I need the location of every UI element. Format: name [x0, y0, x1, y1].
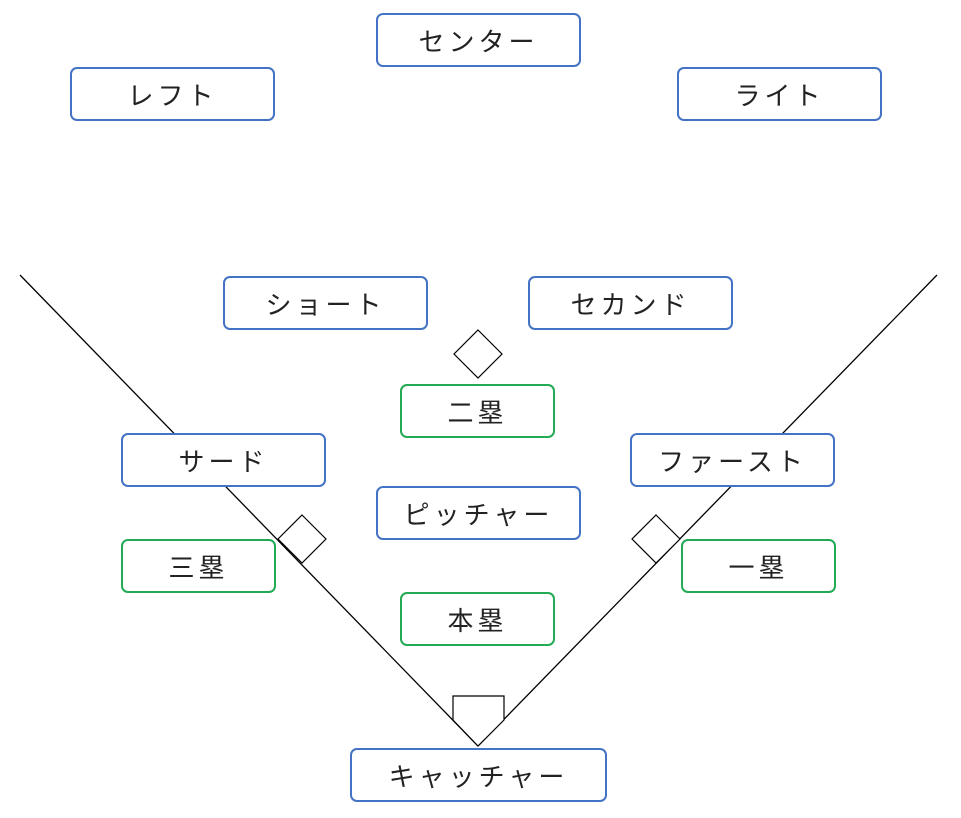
- third-base-foul-line: [19, 274, 479, 747]
- third-baseman-box: サード: [121, 433, 326, 487]
- first-base-diamond: [631, 514, 681, 564]
- first-base-foul-line: [477, 274, 938, 747]
- first-baseman-box: ファースト: [630, 433, 835, 487]
- third-base-box: 三塁: [121, 539, 276, 593]
- home-plate-box: 本塁: [400, 592, 555, 646]
- center-fielder-box: センター: [376, 13, 581, 67]
- left-fielder-box: レフト: [70, 67, 275, 121]
- first-base-box: 一塁: [681, 539, 836, 593]
- pitcher-box: ピッチャー: [376, 486, 581, 540]
- second-base-box: 二塁: [400, 384, 555, 438]
- third-base-diamond: [277, 514, 327, 564]
- second-base-diamond: [453, 329, 503, 379]
- right-fielder-box: ライト: [677, 67, 882, 121]
- catcher-box: キャッチャー: [350, 748, 607, 802]
- shortstop-box: ショート: [223, 276, 428, 330]
- home-plate: [452, 695, 505, 747]
- second-baseman-box: セカンド: [528, 276, 733, 330]
